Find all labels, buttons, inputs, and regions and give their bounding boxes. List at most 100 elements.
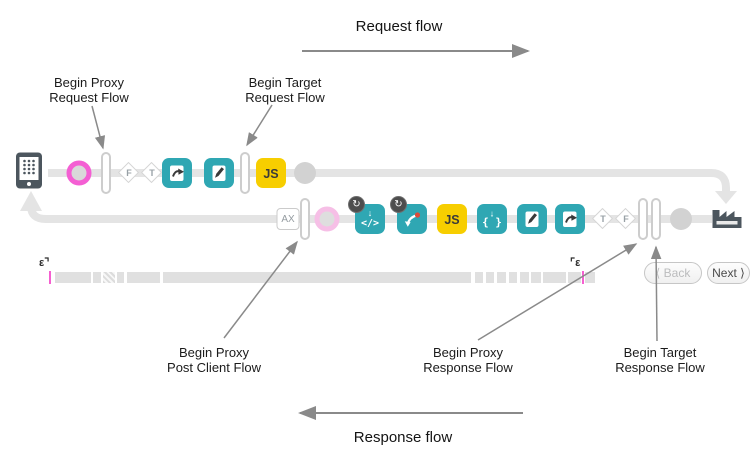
svg-text:↓: ↓ xyxy=(490,209,495,219)
analytics-ax-box[interactable]: AX xyxy=(276,208,300,230)
timeline-segment xyxy=(475,272,483,283)
timeline-segment xyxy=(531,272,541,283)
response-flow-title: Response flow xyxy=(353,429,453,446)
condition-diamond[interactable]: T xyxy=(591,207,614,230)
svg-text:</>: </> xyxy=(361,218,379,229)
timeline-scrubber[interactable] xyxy=(49,271,597,284)
timeline-segment xyxy=(55,272,91,283)
analytics-step[interactable]: AX xyxy=(276,208,300,230)
assign-message-policy-icon[interactable] xyxy=(517,204,547,234)
begin-target-request-flow-step[interactable] xyxy=(240,152,250,194)
condition-letter: T xyxy=(149,168,155,178)
extract-variables-policy-icon[interactable]: ↓ </> ↻ xyxy=(348,196,385,234)
assign-message-policy-icon[interactable] xyxy=(204,158,234,188)
timeline-segment xyxy=(509,272,517,283)
begin-proxy-post-client-flow-step[interactable] xyxy=(300,198,310,240)
flow-boundary-bar[interactable] xyxy=(240,152,250,194)
epsilon-left-marker: ε⌝ xyxy=(39,257,50,269)
condition-letter: T xyxy=(600,214,606,224)
condition-diamond[interactable]: F xyxy=(614,207,637,230)
condition-true-step[interactable]: T xyxy=(591,207,614,230)
response-end-marker[interactable] xyxy=(314,206,340,232)
annotation-line: Response Flow xyxy=(423,360,513,375)
client-phone-icon[interactable] xyxy=(16,152,43,194)
annotation-line: Response Flow xyxy=(615,360,705,375)
begin-proxy-request-flow-step[interactable] xyxy=(101,152,111,194)
endpoint-ring[interactable] xyxy=(314,206,340,232)
svg-text:JS: JS xyxy=(263,167,278,181)
timeline-segment xyxy=(127,272,160,283)
assign-message-policy-icon[interactable] xyxy=(517,204,547,234)
iteration-badge: ↻ xyxy=(348,196,365,213)
step-circle[interactable] xyxy=(670,208,692,230)
callout-policy-icon[interactable] xyxy=(555,204,585,234)
javascript-policy-icon[interactable]: JS xyxy=(437,204,467,234)
annotation-line: Begin Target xyxy=(623,345,697,360)
next-button[interactable]: Next ⟩ xyxy=(707,262,750,284)
flow-step-marker[interactable] xyxy=(294,162,316,184)
javascript-policy-icon[interactable]: JS xyxy=(256,158,286,188)
proxy-request-start-marker[interactable] xyxy=(66,160,92,186)
response-to-client-arrowhead xyxy=(20,191,42,211)
timeline-segment xyxy=(543,272,566,283)
annotation-pointer-arrow xyxy=(223,240,298,339)
request-flow-title: Request flow xyxy=(355,18,443,35)
timeline-segment xyxy=(520,272,529,283)
step-circle[interactable] xyxy=(294,162,316,184)
callout-policy-icon[interactable] xyxy=(555,204,585,234)
annotation-line: Begin Proxy xyxy=(53,75,125,90)
annotation-line: Begin Proxy xyxy=(178,345,250,360)
timeline-segment xyxy=(486,272,494,283)
javascript-policy-icon[interactable]: JS xyxy=(437,204,467,234)
route-policy-icon[interactable]: ↻ xyxy=(390,196,427,234)
condition-diamond[interactable]: T xyxy=(140,161,163,184)
condition-diamond[interactable]: F xyxy=(117,161,140,184)
condition-false-step[interactable]: F xyxy=(117,161,140,184)
json-policy-icon[interactable]: ↓ { } xyxy=(477,204,507,234)
annotation-line: Request Flow xyxy=(245,90,325,105)
timeline-segment xyxy=(497,272,506,283)
timeline-cursor-tick xyxy=(582,271,584,284)
flow-boundary-bar[interactable] xyxy=(101,152,111,194)
condition-true-step[interactable]: T xyxy=(140,161,163,184)
assign-message-policy-icon[interactable] xyxy=(204,158,234,188)
factory-glyph xyxy=(712,210,742,228)
route-policy-icon[interactable]: ↻ xyxy=(390,196,427,234)
begin-proxy-response-flow-step[interactable] xyxy=(638,198,648,240)
javascript-policy-icon[interactable]: JS xyxy=(256,158,286,188)
callout-policy-icon[interactable] xyxy=(162,158,192,188)
flow-boundary-bar[interactable] xyxy=(651,198,661,240)
annotation-line: Request Flow xyxy=(49,90,129,105)
begin-target-response-flow-step[interactable] xyxy=(651,198,661,240)
flow-boundary-bar[interactable] xyxy=(300,198,310,240)
target-server-icon[interactable] xyxy=(711,204,744,234)
timeline-segment-hatched xyxy=(103,272,115,283)
timeline-segment xyxy=(163,272,471,283)
annotation-line: Post Client Flow xyxy=(167,360,261,375)
annotation-line: Begin Proxy xyxy=(432,345,504,360)
flow-boundary-bar[interactable] xyxy=(638,198,648,240)
condition-letter: F xyxy=(126,168,132,178)
timeline-segment xyxy=(585,272,595,283)
flow-step-marker[interactable] xyxy=(670,208,692,230)
back-button[interactable]: ⟨ Back xyxy=(644,262,702,284)
extract-variables-policy-icon[interactable]: ↓ </> ↻ xyxy=(348,196,385,234)
timeline-cursor-tick xyxy=(49,271,51,284)
callout-policy-icon[interactable] xyxy=(162,158,192,188)
request-into-target-arrowhead xyxy=(715,191,737,204)
iteration-badge: ↻ xyxy=(390,196,407,213)
timeline-segment xyxy=(117,272,124,283)
svg-text:{ }: { } xyxy=(482,216,502,229)
annotation-pointer-arrow xyxy=(91,105,106,150)
epsilon-right-marker: ⌜ε xyxy=(570,257,581,269)
endpoint-ring[interactable] xyxy=(66,160,92,186)
timeline-segment xyxy=(568,272,581,283)
annotation-pointer-arrow xyxy=(477,243,638,341)
json-policy-icon[interactable]: ↓ { } xyxy=(477,204,507,234)
condition-false-step[interactable]: F xyxy=(614,207,637,230)
